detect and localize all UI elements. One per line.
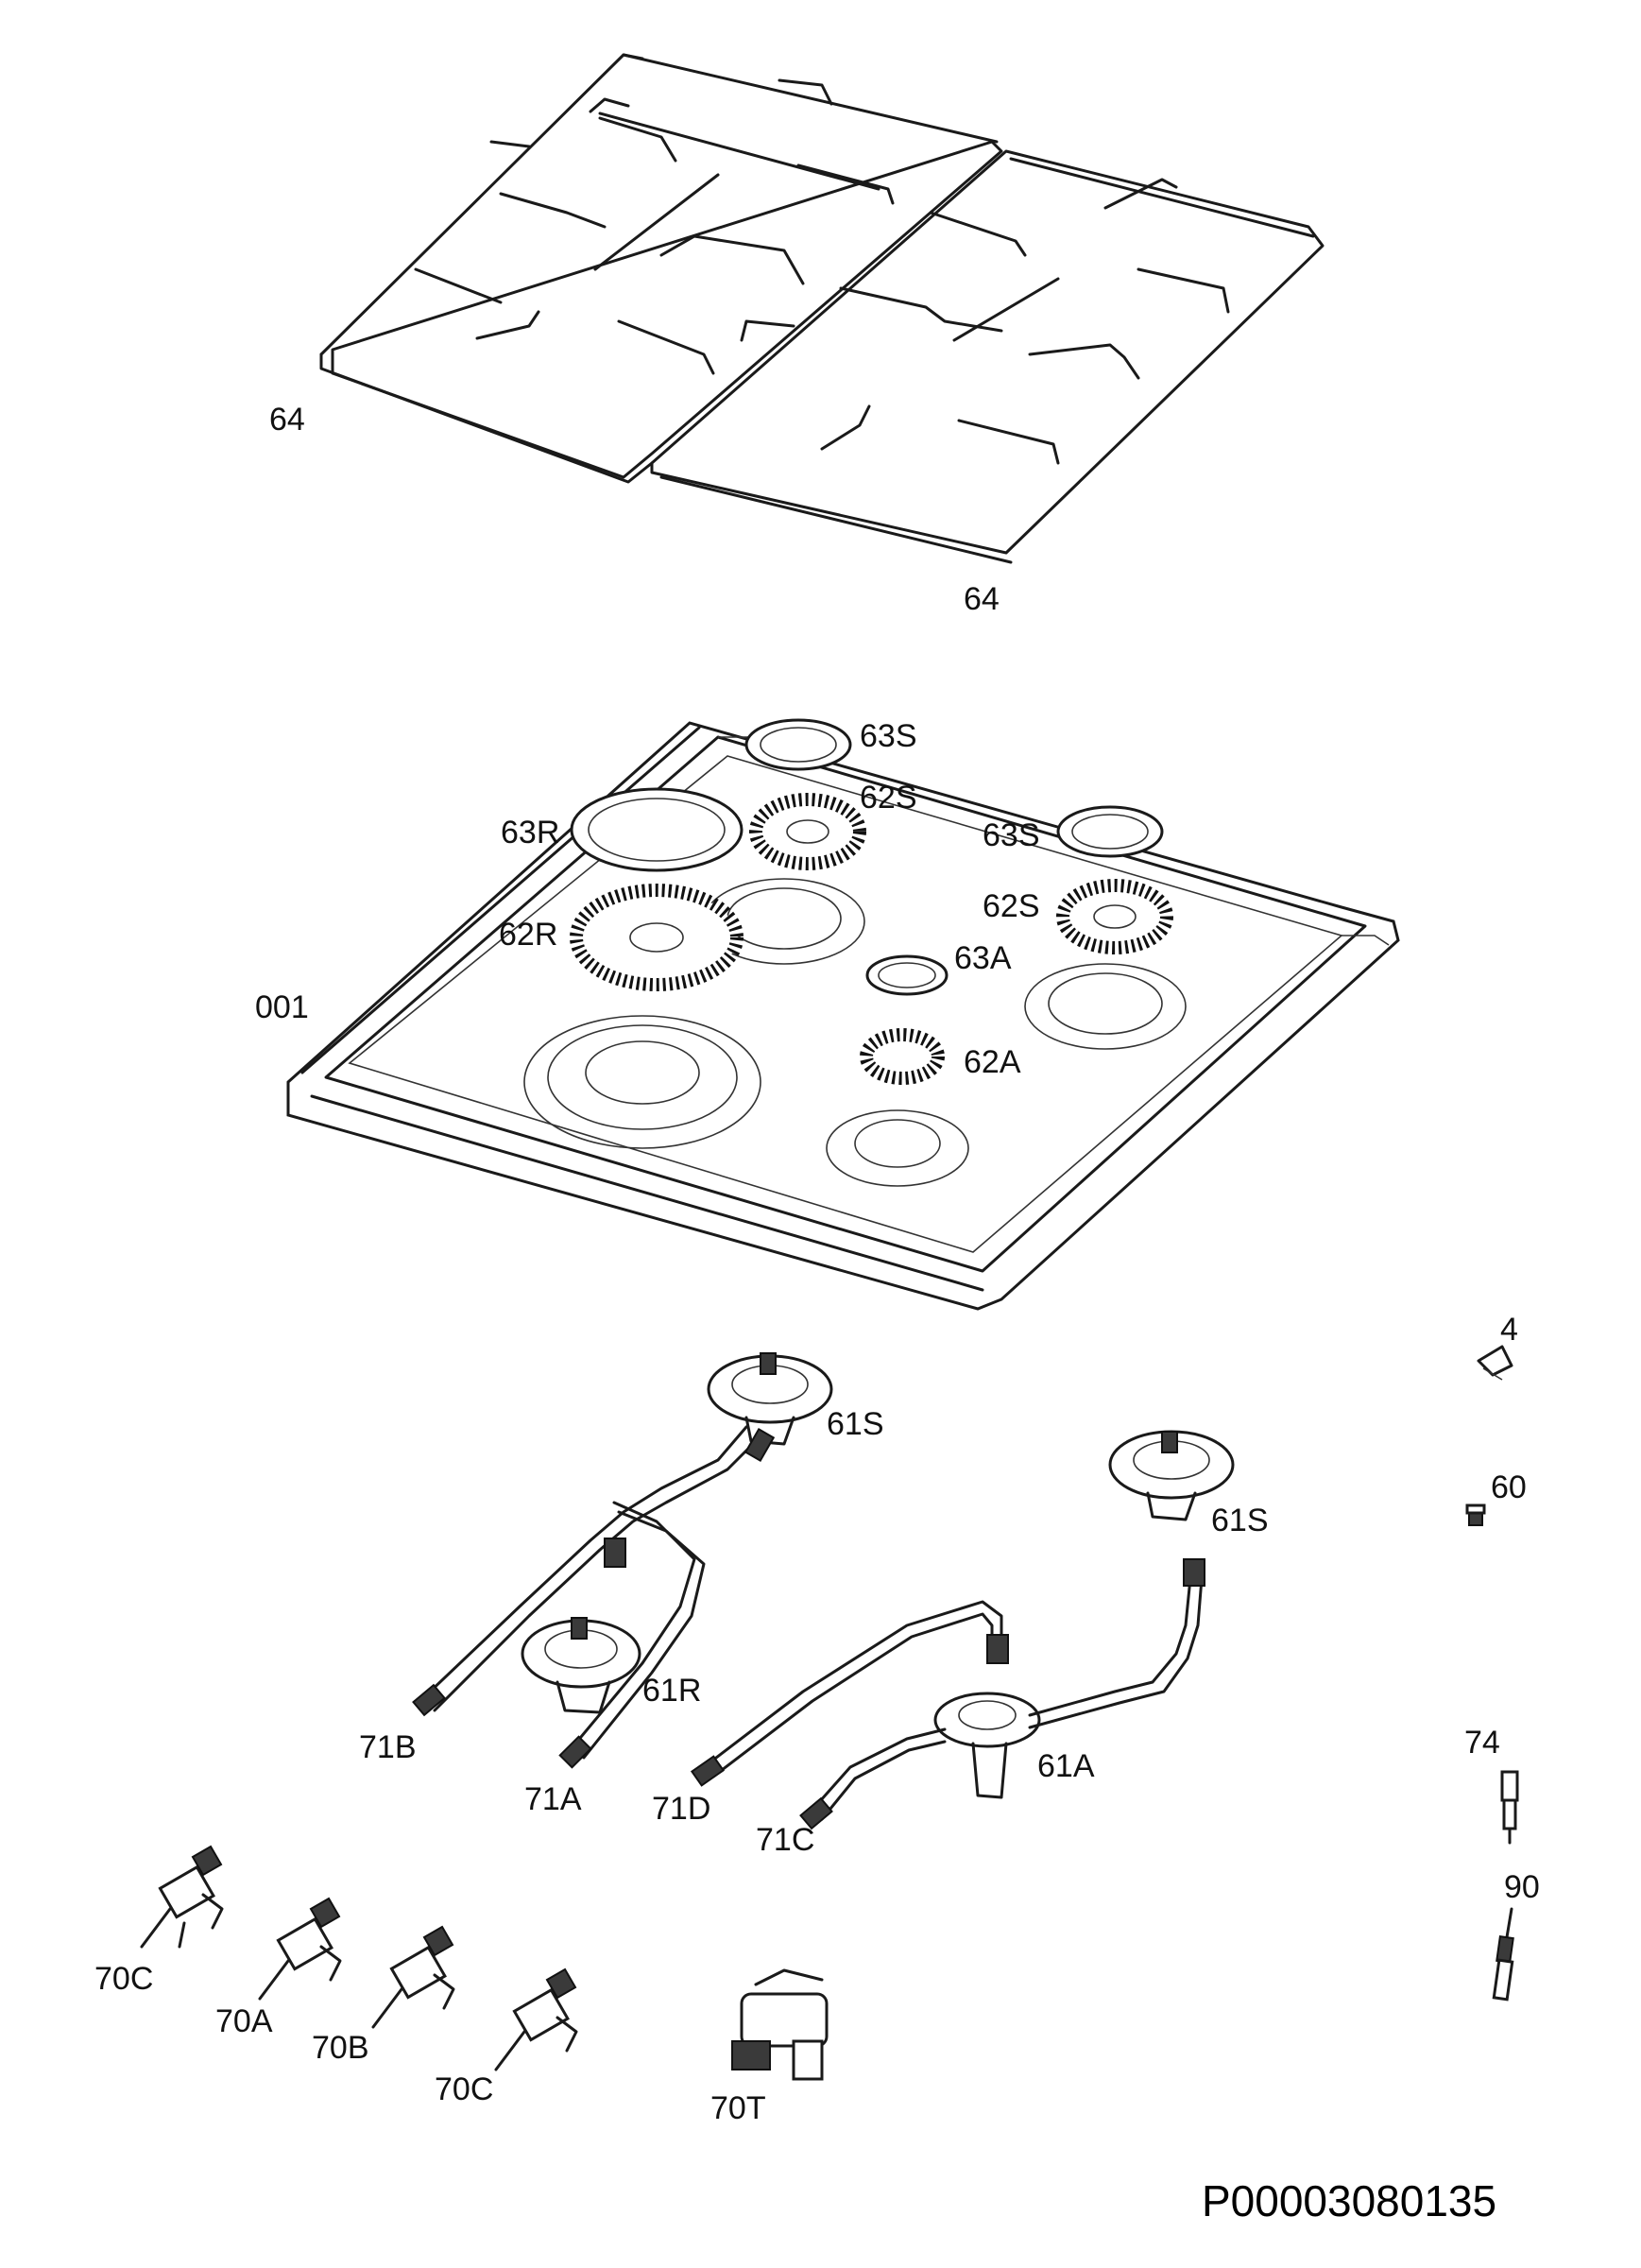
gas-tap-70t <box>731 1968 829 2081</box>
part-4-clip <box>1477 1345 1513 1381</box>
callout-hob-001: 001 <box>255 989 309 1025</box>
burner-cap-63a <box>865 954 949 996</box>
burner-cap-63s-right <box>1056 805 1164 858</box>
callout-cap-63s-rear: 63S <box>860 718 917 754</box>
part-90-spark-plug <box>1492 1907 1514 2002</box>
callout-cap-63r: 63R <box>501 815 559 850</box>
callout-tap-70b: 70B <box>312 2030 369 2066</box>
burner-crown-62s-right <box>1056 879 1173 954</box>
gas-pipe-71c <box>799 1727 947 1830</box>
callout-pipe-71b: 71B <box>359 1729 417 1765</box>
callout-cap-63s-right: 63S <box>983 817 1040 853</box>
hob-top-plate <box>286 721 1400 1311</box>
pan-support-grid-left <box>319 53 1003 484</box>
burner-crown-62a <box>860 1028 945 1085</box>
burner-crown-62s-rear <box>749 793 866 870</box>
part-60-screw <box>1465 1503 1486 1526</box>
burner-crown-62r <box>570 884 744 991</box>
callout-burner-61s-right: 61S <box>1211 1503 1269 1538</box>
callout-grid-left: 64 <box>269 402 305 438</box>
burner-body-61s-right <box>1108 1430 1235 1521</box>
callout-part-74: 74 <box>1464 1725 1500 1761</box>
callout-grid-right: 64 <box>964 581 1000 617</box>
callout-pipe-71a: 71A <box>524 1781 582 1817</box>
callout-tap-70c-2: 70C <box>435 2071 493 2107</box>
callout-part-90: 90 <box>1504 1869 1540 1905</box>
burner-body-61a <box>933 1692 1041 1799</box>
callout-tap-70a: 70A <box>215 2003 273 2039</box>
callout-cap-63a: 63A <box>954 940 1012 976</box>
gas-tap-70c-1 <box>140 1845 224 1949</box>
burner-cap-63r <box>570 787 744 872</box>
gas-tap-70a <box>258 1897 342 2001</box>
callout-pipe-71d: 71D <box>652 1791 710 1827</box>
callout-burner-61r: 61R <box>642 1673 701 1709</box>
burner-body-61s-rear <box>707 1352 833 1446</box>
callout-tap-70t: 70T <box>710 2090 766 2126</box>
gas-pipe-71d <box>690 1600 1009 1787</box>
callout-pipe-71c: 71C <box>756 1822 814 1858</box>
callout-tap-70c-1: 70C <box>94 1961 153 1997</box>
callout-crown-62a: 62A <box>964 1044 1021 1080</box>
gas-tap-70c-2 <box>494 1967 578 2071</box>
gas-tap-70b <box>371 1925 455 2029</box>
burner-cap-63s-rear <box>744 718 852 771</box>
gas-pipe-71b <box>412 1425 776 1717</box>
callout-burner-61s-rear: 61S <box>827 1406 884 1442</box>
callout-part-60: 60 <box>1491 1469 1527 1505</box>
gas-pipe-71a <box>558 1501 706 1769</box>
gas-pipe-61a-feed <box>1028 1558 1205 1729</box>
pan-support-grid-right <box>650 149 1325 564</box>
drawing-code: P00003080135 <box>1202 2176 1496 2225</box>
callout-crown-62s-rear: 62S <box>860 780 917 816</box>
callout-crown-62s-right: 62S <box>983 888 1040 924</box>
callout-part-4: 4 <box>1500 1312 1518 1348</box>
callout-crown-62r: 62R <box>499 917 557 953</box>
part-74-thermocouple <box>1500 1770 1519 1845</box>
burner-body-61r <box>521 1617 641 1714</box>
callout-burner-61a: 61A <box>1037 1748 1095 1784</box>
